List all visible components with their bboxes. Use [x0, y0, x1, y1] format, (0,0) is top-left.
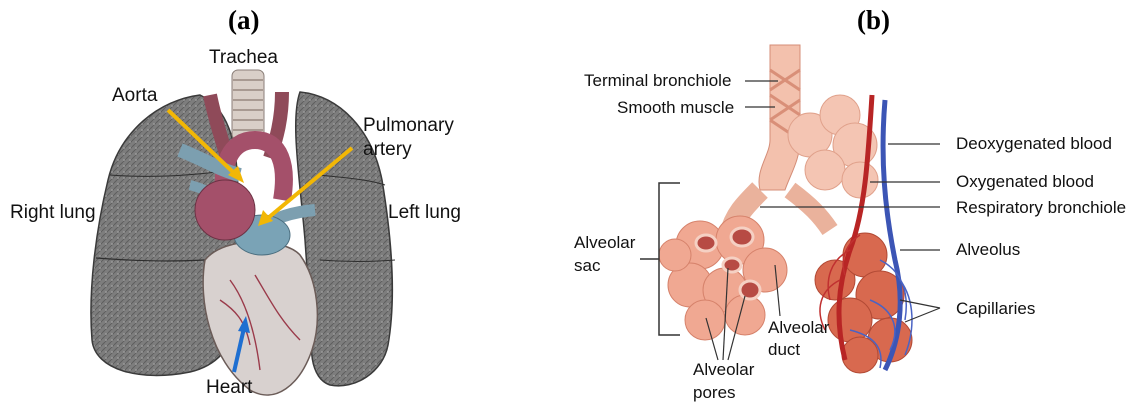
- alveolus-label: Alveolus: [956, 240, 1020, 259]
- pulmonary-artery-label-line2: artery: [363, 139, 412, 160]
- aorta-label: Aorta: [112, 85, 157, 106]
- alveolar-pores-label-line2: pores: [693, 383, 736, 402]
- alveolar-duct-label-line2: duct: [768, 340, 800, 359]
- pulmonary-artery-label-line1: Pulmonary: [363, 115, 454, 136]
- heart-label: Heart: [206, 377, 252, 398]
- oxygenated-blood-label: Oxygenated blood: [956, 172, 1094, 191]
- terminal-bronchiole-label: Terminal bronchiole: [584, 71, 731, 90]
- right-lung-label: Right lung: [10, 202, 96, 223]
- alveolar-sac-label-line1: Alveolar: [574, 233, 635, 252]
- left-lung-label: Left lung: [388, 202, 461, 223]
- terminal-bronchiole-shape: [759, 45, 800, 190]
- capillaries-label: Capillaries: [956, 299, 1035, 318]
- deoxygenated-blood-label: Deoxygenated blood: [956, 134, 1112, 153]
- alveolar-duct-label-line1: Alveolar: [768, 318, 829, 337]
- alveolar-sac-label-line2: sac: [574, 256, 600, 275]
- trachea-label: Trachea: [209, 47, 278, 68]
- panel-b-label: (b): [857, 5, 890, 36]
- smooth-muscle-label: Smooth muscle: [617, 98, 734, 117]
- alveolar-pores-label-line1: Alveolar: [693, 360, 754, 379]
- respiratory-bronchiole-label: Respiratory bronchiole: [956, 198, 1126, 217]
- panel-a-label: (a): [228, 5, 259, 36]
